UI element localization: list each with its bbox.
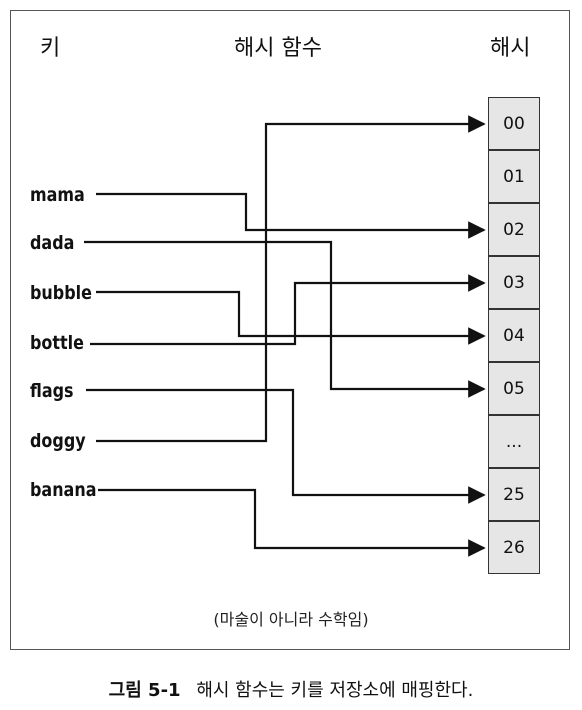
arrow-bottle-to-03 [90,274,486,346]
arrow-banana-to-26 [98,488,486,557]
hashes-header: 해시 [490,36,531,61]
key-bubble: bubble [30,282,92,304]
bucket-00: 00 [488,97,540,150]
arrow-flags-to-25 [86,388,486,504]
arrow-doggy-to-00 [96,115,486,443]
bucket-05: 05 [488,362,540,415]
bucket-26: 26 [488,521,540,574]
footnote: (마술이 아니라 수학임) [213,610,369,629]
key-flags: flags [30,380,74,402]
bucket-03: 03 [488,256,540,309]
bucket-ellipsis: ... [488,415,540,468]
key-doggy: doggy [30,430,86,452]
key-mama: mama [30,184,85,206]
keys-header: 키 [40,36,61,61]
hash-function-header: 해시 함수 [234,36,322,61]
key-banana: banana [30,479,97,501]
bucket-04: 04 [488,309,540,362]
arrow-mama-to-02 [96,192,486,239]
bucket-02: 02 [488,203,540,256]
bucket-01: 01 [488,150,540,203]
figure-label: 그림 5-1 [108,680,181,701]
figure-caption: 그림 5-1 해시 함수는 키를 저장소에 매핑한다. [0,676,582,702]
arrow-dada-to-05 [84,240,486,398]
figure-caption-text: 해시 함수는 키를 저장소에 매핑한다. [196,680,474,701]
arrow-bubble-to-04 [96,290,486,345]
bucket-25: 25 [488,468,540,521]
key-dada: dada [30,232,75,254]
key-bottle: bottle [30,332,84,354]
